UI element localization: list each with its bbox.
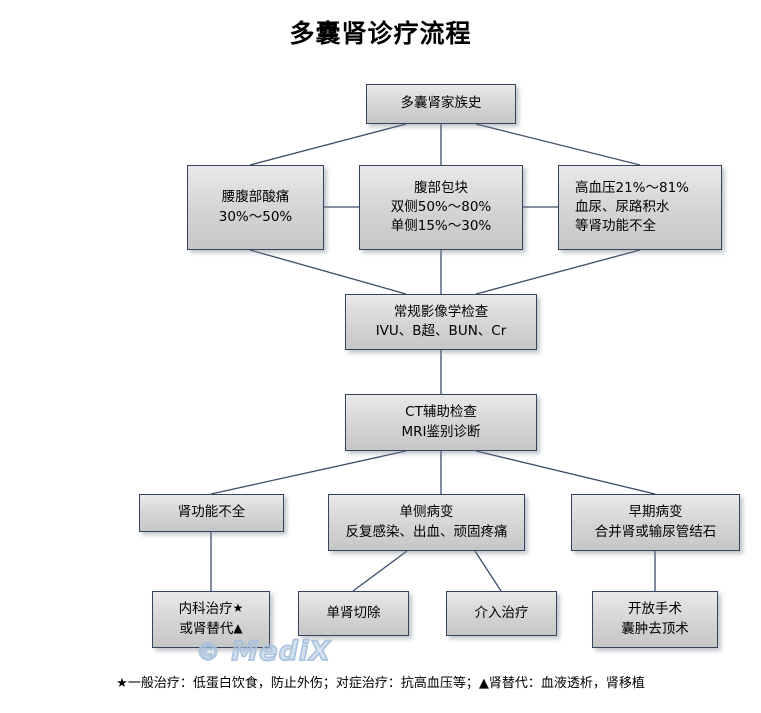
node-routine-imaging-line2: IVU、B超、BUN、Cr	[375, 323, 507, 339]
node-flank-pain-line2: 30%～50%	[218, 208, 293, 225]
node-family-history-line1: 多囊肾家族史	[400, 95, 482, 112]
node-abdominal-mass-line2: 双侧50%～80%	[390, 198, 492, 215]
node-unilateral-lesion-line2: 反复感染、出血、顽固疼痛	[345, 523, 508, 540]
node-ct-mri-line2: MRI鉴别诊断	[401, 423, 481, 440]
node-nephrectomy-line1: 单肾切除	[326, 604, 381, 621]
node-abdominal-mass[interactable]: 腹部包块 双侧50%～80% 单侧15%～30%	[359, 165, 523, 250]
node-renal-insufficiency[interactable]: 肾功能不全	[139, 494, 284, 532]
node-flank-pain-line1: 腰腹部酸痛	[221, 189, 290, 206]
page-title: 多囊肾诊疗流程	[289, 19, 472, 48]
node-ct-mri[interactable]: CT辅助检查 MRI鉴别诊断	[345, 394, 537, 451]
node-medical-therapy[interactable]: 内科治疗★ 或肾替代▲	[152, 591, 270, 648]
node-ct-mri-line1: CT辅助检查	[405, 404, 477, 421]
node-abdominal-mass-line1: 腹部包块	[414, 179, 468, 196]
node-open-surgery-line1: 开放手术	[628, 601, 682, 618]
star-icon: ★	[232, 601, 244, 616]
node-hypertension-line1: 高血压21%～81%	[575, 179, 690, 196]
node-medical-therapy-line2: 或肾替代	[179, 620, 234, 637]
node-early-lesion[interactable]: 早期病变 合并肾或输尿管结石	[571, 494, 740, 551]
node-renal-insufficiency-line1: 肾功能不全	[177, 504, 246, 521]
node-interventional-line1: 介入治疗	[474, 604, 529, 621]
copyright-icon: ©	[195, 637, 221, 666]
node-interventional[interactable]: 介入治疗	[446, 591, 557, 636]
footnote-legend: ★一般治疗：低蛋白饮食，防止外伤；对症治疗：抗高血压等；▲肾替代：血液透析，肾移…	[116, 676, 645, 691]
node-hypertension[interactable]: 高血压21%～81% 血尿、尿路积水 等肾功能不全	[558, 165, 722, 250]
node-hypertension-line3: 等肾功能不全	[575, 218, 656, 235]
node-unilateral-lesion[interactable]: 单侧病变 反复感染、出血、顽固疼痛	[328, 494, 525, 551]
node-flank-pain[interactable]: 腰腹部酸痛 30%～50%	[187, 165, 324, 250]
node-nephrectomy[interactable]: 单肾切除	[298, 591, 409, 636]
node-medical-therapy-line2-wrap: 或肾替代▲	[179, 620, 242, 639]
node-medical-therapy-line1-wrap: 内科治疗★	[179, 600, 244, 619]
node-early-lesion-line2: 合并肾或输尿管结石	[594, 523, 717, 540]
node-unilateral-lesion-line1: 单侧病变	[399, 504, 454, 521]
watermark: © MediX	[195, 635, 331, 668]
node-hypertension-line2: 血尿、尿路积水	[575, 198, 670, 215]
node-abdominal-mass-line3: 单侧15%～30%	[390, 218, 492, 235]
node-routine-imaging-line1: 常规影像学检查	[393, 303, 489, 320]
node-early-lesion-line1: 早期病变	[628, 504, 683, 521]
node-medical-therapy-line1: 内科治疗	[178, 601, 233, 618]
watermark-text: MediX	[231, 635, 331, 668]
node-routine-imaging[interactable]: 常规影像学检查 IVU、B超、BUN、Cr	[345, 294, 537, 350]
node-open-surgery-line2: 囊肿去顶术	[621, 620, 689, 637]
triangle-icon: ▲	[233, 620, 243, 635]
node-family-history[interactable]: 多囊肾家族史	[366, 84, 516, 124]
node-open-surgery[interactable]: 开放手术 囊肿去顶术	[592, 591, 718, 648]
